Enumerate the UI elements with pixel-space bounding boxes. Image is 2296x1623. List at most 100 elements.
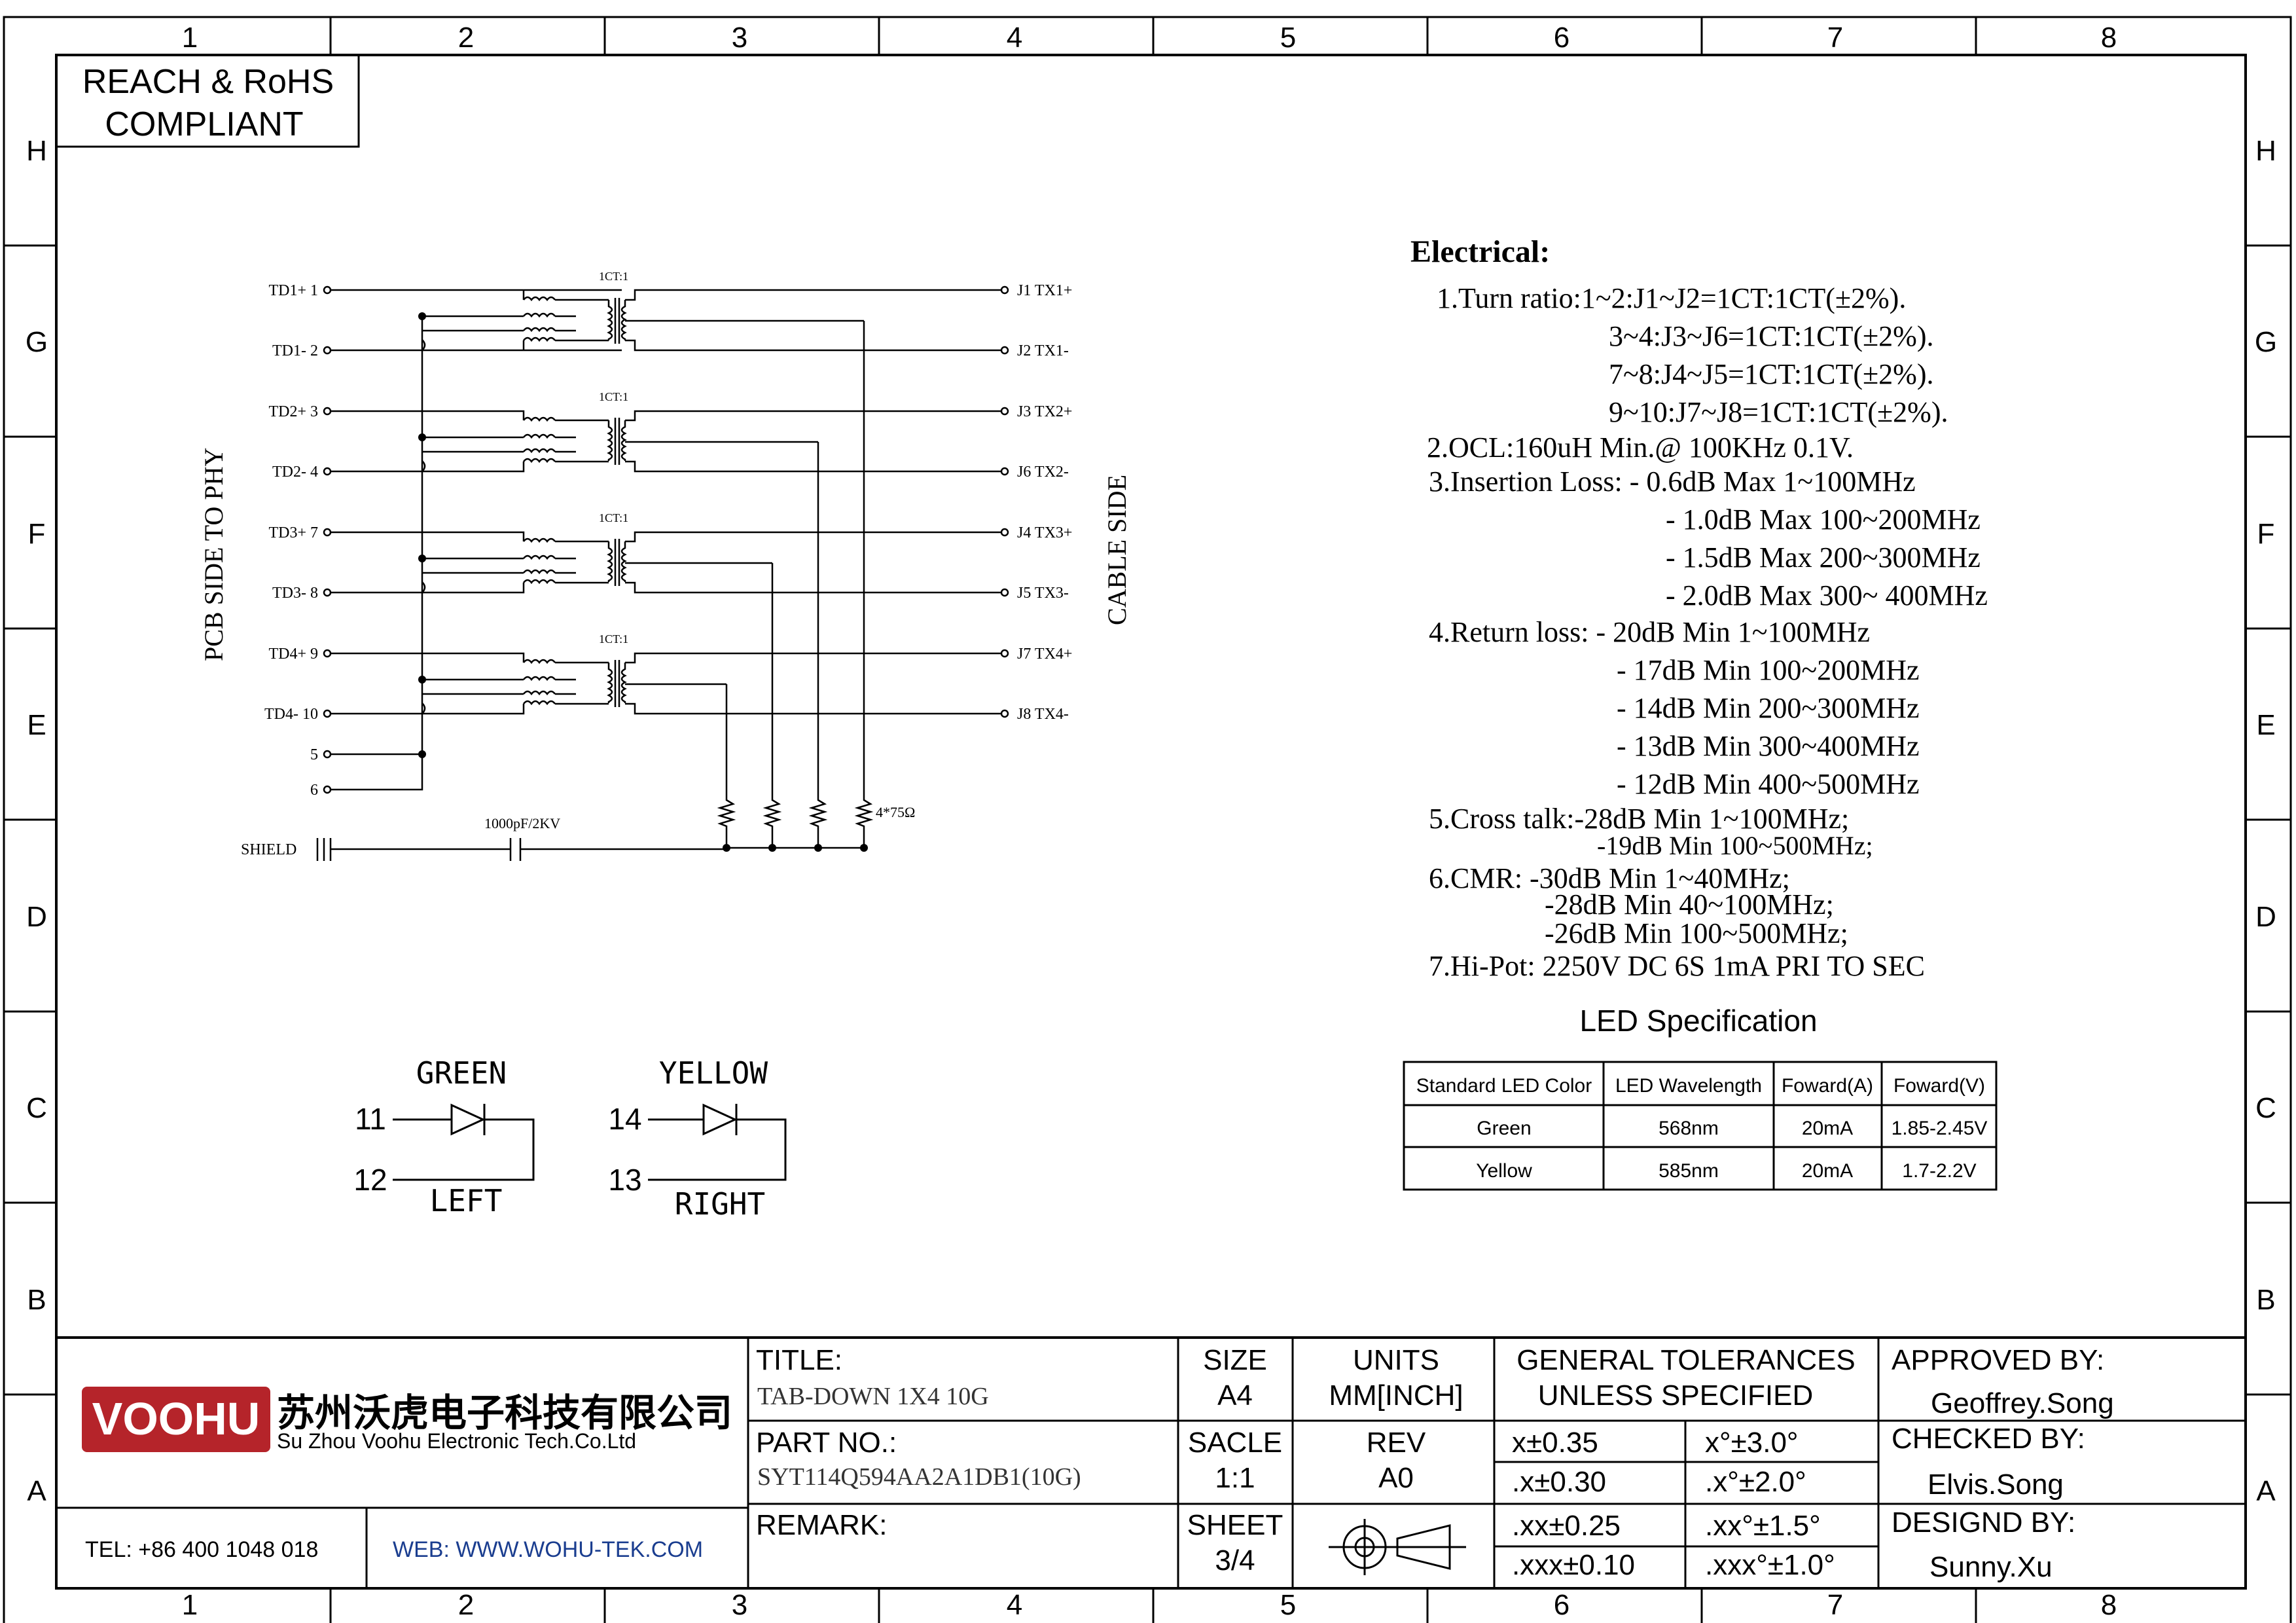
col-label: 1 bbox=[182, 22, 198, 54]
resistor-label: 4*75Ω bbox=[876, 804, 915, 820]
col-label: 6 bbox=[1554, 22, 1570, 54]
row-label: A bbox=[27, 1475, 46, 1507]
right-pin-terminal bbox=[1000, 285, 1009, 295]
compliance-line-1: REACH & RoHS bbox=[82, 63, 334, 101]
led-yellow-pin-b: 13 bbox=[608, 1163, 641, 1197]
col-label: 6 bbox=[1554, 1589, 1570, 1621]
capacitor-label: 1000pF/2KV bbox=[484, 815, 560, 831]
left-pin-terminal bbox=[323, 346, 332, 355]
row-label: H bbox=[26, 135, 47, 167]
sheet-value: 3/4 bbox=[1215, 1544, 1255, 1577]
checked-label: CHECKED BY: bbox=[1892, 1423, 2085, 1455]
projection-symbol-icon bbox=[1329, 1519, 1466, 1575]
row-label: C bbox=[2255, 1092, 2276, 1124]
row-ticks bbox=[4, 244, 2291, 1396]
size-value: A4 bbox=[1217, 1379, 1253, 1412]
led-spec-cell: 1.85-2.45V bbox=[1892, 1118, 1988, 1139]
spec-line: 7.Hi-Pot: 2250V DC 6S 1mA PRI TO SEC bbox=[1429, 950, 1925, 982]
company-name-cn: 苏州沃虎电子科技有限公司 bbox=[277, 1392, 732, 1434]
left-pin-label: TD4+ 9 bbox=[268, 646, 318, 663]
right-pin-terminal bbox=[1000, 709, 1009, 718]
scale-label: SACLE bbox=[1188, 1427, 1282, 1459]
col-label: 4 bbox=[1007, 1589, 1022, 1621]
units-value: MM[INCH] bbox=[1329, 1379, 1463, 1412]
left-pin-label: 5 bbox=[310, 746, 318, 763]
right-pin-label: J2 TX1- bbox=[1017, 342, 1069, 359]
row-label: C bbox=[26, 1092, 47, 1124]
logo-text: VOOHU bbox=[92, 1393, 260, 1444]
led-spec-title: LED Specification bbox=[1579, 1004, 1817, 1038]
left-pin-terminal bbox=[323, 750, 332, 759]
led-spec-header: Standard LED Color bbox=[1416, 1075, 1592, 1097]
col-label: 1 bbox=[182, 1589, 198, 1621]
spec-line: - 1.5dB Max 200~300MHz bbox=[1666, 541, 1981, 574]
transformer-channel-1: 1CT:1 bbox=[331, 270, 1001, 352]
left-pin-terminal bbox=[323, 467, 332, 476]
left-pin-terminal bbox=[323, 528, 332, 537]
spec-line: 7~8:J4~J5=1CT:1CT(±2%). bbox=[1609, 358, 1933, 390]
led-spec-header: LED Wavelength bbox=[1615, 1075, 1762, 1097]
inner-border bbox=[55, 54, 2247, 1590]
left-bus bbox=[331, 316, 423, 791]
col-label: 7 bbox=[1827, 22, 1843, 54]
row-label: H bbox=[2255, 135, 2276, 167]
transformer-ratio-label: 1CT:1 bbox=[599, 511, 628, 524]
compliance-box bbox=[55, 54, 360, 148]
led-spec-cell: 1.7-2.2V bbox=[1902, 1160, 1976, 1182]
left-pin-terminal bbox=[323, 588, 332, 597]
tolerance-angular: .x°±2.0° bbox=[1705, 1466, 1806, 1498]
column-ticks bbox=[329, 17, 1977, 1623]
row-label: A bbox=[2256, 1475, 2276, 1507]
row-label: D bbox=[2255, 901, 2276, 933]
col-label: 3 bbox=[732, 22, 747, 54]
title-label: TITLE: bbox=[756, 1344, 842, 1376]
tolerance-linear: .xxx±0.10 bbox=[1512, 1549, 1635, 1581]
left-pin-terminal bbox=[323, 785, 332, 794]
col-label: 5 bbox=[1280, 1589, 1296, 1621]
row-label: F bbox=[28, 518, 46, 550]
tolerance-angular: .xxx°±1.0° bbox=[1705, 1549, 1835, 1581]
tolerance-angular: .xx°±1.5° bbox=[1705, 1510, 1821, 1542]
left-pin-label: TD1- 2 bbox=[272, 342, 318, 359]
led-spec-table: Standard LED Color LED Wavelength Foward… bbox=[1403, 1061, 1998, 1191]
transformer-ratio-label: 1CT:1 bbox=[599, 390, 628, 403]
left-pin-label: TD2+ 3 bbox=[268, 403, 318, 420]
right-pin-label: J4 TX3+ bbox=[1017, 524, 1072, 541]
col-label: 7 bbox=[1827, 1589, 1843, 1621]
diode-icon bbox=[450, 1103, 486, 1136]
right-pin-terminal bbox=[1000, 588, 1009, 597]
transformer-channel-4: 1CT:1 bbox=[331, 632, 1001, 715]
part-number: SYT114Q594AA2A1DB1(10G) bbox=[757, 1463, 1081, 1491]
checked-by: Elvis.Song bbox=[1928, 1468, 2064, 1501]
led-green-color: GREEN bbox=[416, 1055, 507, 1091]
spec-line: - 17dB Min 100~200MHz bbox=[1617, 654, 1920, 686]
row-label: G bbox=[26, 326, 48, 358]
right-pin-terminal bbox=[1000, 346, 1009, 355]
pcb-side-label: PCB SIDE TO PHY bbox=[199, 448, 228, 661]
led-spec-header: Foward(A) bbox=[1782, 1075, 1873, 1097]
transformer-channel-2: 1CT:1 bbox=[331, 390, 1001, 473]
right-pin-label: J8 TX4- bbox=[1017, 706, 1069, 723]
row-label: D bbox=[26, 901, 47, 933]
col-label: 2 bbox=[458, 22, 474, 54]
units-label: UNITS bbox=[1353, 1344, 1439, 1376]
transformer-ratio-label: 1CT:1 bbox=[599, 270, 628, 283]
left-pin-label: TD2- 4 bbox=[272, 464, 318, 481]
left-pin-terminal bbox=[323, 285, 332, 295]
spec-line: -28dB Min 40~100MHz; bbox=[1545, 888, 1834, 921]
diode-icon bbox=[702, 1103, 738, 1136]
spec-line: 1.Turn ratio:1~2:J1~J2=1CT:1CT(±2%). bbox=[1437, 282, 1906, 314]
led-yellow-position: RIGHT bbox=[675, 1186, 765, 1222]
right-pin-terminal bbox=[1000, 649, 1009, 658]
spec-line: 3~4:J3~J6=1CT:1CT(±2%). bbox=[1609, 320, 1933, 352]
row-label: B bbox=[27, 1284, 46, 1316]
col-label: 3 bbox=[732, 1589, 747, 1621]
junction-dots bbox=[418, 312, 868, 852]
spec-line: - 2.0dB Max 300~ 400MHz bbox=[1666, 579, 1988, 611]
led-spec-cell: Yellow bbox=[1476, 1160, 1532, 1182]
size-label: SIZE bbox=[1203, 1344, 1267, 1376]
spec-line: - 1.0dB Max 100~200MHz bbox=[1666, 503, 1981, 536]
company-name-en: Su Zhou Voohu Electronic Tech.Co.Ltd bbox=[277, 1429, 636, 1453]
tolerance-title-1: GENERAL TOLERANCES bbox=[1516, 1344, 1856, 1376]
